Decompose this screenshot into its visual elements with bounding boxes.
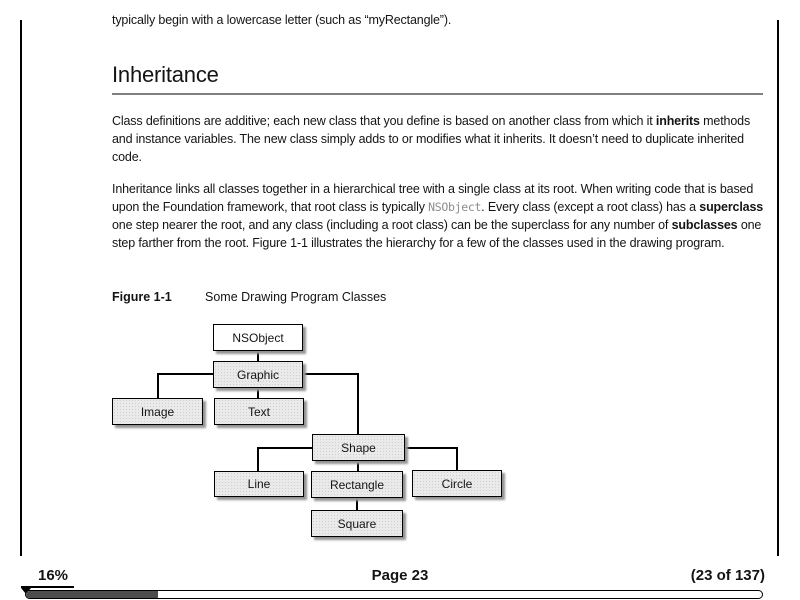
figure-caption: Figure 1-1 Some Drawing Program Classes bbox=[112, 290, 386, 304]
connector-graphic-text bbox=[257, 388, 259, 399]
diagram-node-text: Text bbox=[214, 398, 304, 425]
node-label: Line bbox=[247, 477, 271, 491]
connector-rectangle-square bbox=[356, 497, 358, 511]
connector-shape-line-h bbox=[257, 447, 313, 449]
connector-shape-line-v bbox=[257, 447, 259, 472]
diagram-node-square: Square bbox=[311, 510, 403, 537]
progress-scrollbar[interactable] bbox=[25, 590, 763, 599]
progress-fill[interactable] bbox=[26, 591, 159, 598]
page-count-label: (23 of 137) bbox=[690, 567, 765, 584]
node-label: Image bbox=[140, 404, 175, 419]
paragraph-continuation: typically begin with a lowercase letter … bbox=[112, 13, 452, 27]
diagram-node-line: Line bbox=[214, 471, 304, 497]
node-label: Shape bbox=[341, 440, 376, 455]
connector-nsobject-graphic bbox=[257, 351, 259, 362]
reading-percent-label: 16% bbox=[38, 567, 69, 584]
diagram-node-graphic: Graphic bbox=[213, 361, 303, 388]
diagram-node-shape: Shape bbox=[312, 434, 405, 461]
connector-shape-circle-v bbox=[456, 447, 458, 471]
figure-label: Figure 1-1 bbox=[112, 290, 172, 304]
node-label: Square bbox=[337, 516, 377, 531]
diagram-node-image: Image bbox=[112, 398, 203, 425]
section-heading: Inheritance bbox=[112, 62, 219, 87]
connector-graphic-image-h bbox=[157, 373, 214, 375]
connector-graphic-image-v bbox=[157, 373, 159, 399]
paragraph-hierarchy: Inheritance links all classes together i… bbox=[112, 182, 764, 250]
heading-rule bbox=[112, 93, 763, 95]
node-label: Rectangle bbox=[329, 477, 385, 492]
node-label: Text bbox=[247, 404, 270, 419]
node-label: Circle bbox=[441, 476, 473, 491]
diagram-node-rectangle: Rectangle bbox=[311, 471, 403, 498]
figure-title: Some Drawing Program Classes bbox=[205, 290, 387, 304]
diagram-node-circle: Circle bbox=[412, 470, 502, 497]
connector-graphic-shape-v bbox=[357, 373, 359, 435]
node-label: Graphic bbox=[236, 367, 280, 382]
page-number-label: Page 23 bbox=[371, 567, 429, 584]
node-label: NSObject bbox=[232, 330, 284, 345]
page-right-border bbox=[777, 20, 779, 556]
page-left-border bbox=[20, 20, 22, 556]
connector-shape-circle-h bbox=[404, 447, 458, 449]
paragraph-inherits: Class definitions are additive; each new… bbox=[112, 114, 751, 164]
connector-graphic-shape-h bbox=[302, 373, 359, 375]
connector-shape-rectangle bbox=[357, 460, 359, 472]
diagram-node-nsobject: NSObject bbox=[213, 324, 303, 351]
percent-marker-line bbox=[21, 586, 74, 588]
